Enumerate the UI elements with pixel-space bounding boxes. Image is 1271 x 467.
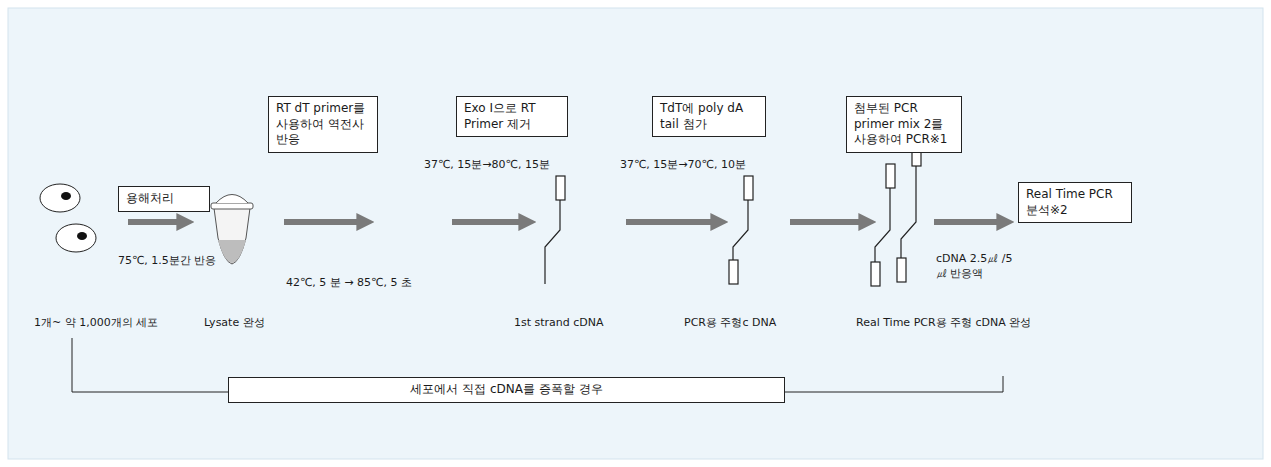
box-text: Exo I으로 RT Primer 제거 [464, 101, 560, 132]
cell-drawing [40, 184, 96, 252]
step-label: 75℃, 1.5분간 반응 [118, 254, 216, 269]
process-box: RT dT primer를 사용하여 역전사 반응 [268, 96, 378, 153]
step-label: PCR용 주형c DNA [684, 316, 776, 331]
panel [8, 8, 1263, 459]
process-box: Exo I으로 RT Primer 제거 [456, 96, 568, 137]
process-box: 첨부된 PCR primer mix 2를 사용하여 PCR※1 [846, 96, 962, 153]
step-label: 1st strand cDNA [514, 316, 604, 331]
box-text: RT dT primer를 사용하여 역전사 반응 [276, 101, 370, 148]
tail-box [556, 142, 921, 286]
step-label: Lysate 완성 [204, 316, 265, 331]
cdna-strand [545, 166, 916, 284]
step-label: 1개~ 약 1,000개의 세포 [34, 316, 158, 331]
step-label: 37℃, 15분→70℃, 10분 [620, 158, 746, 173]
scope-box: 세포에서 직접 cDNA를 증폭할 경우 [228, 377, 785, 403]
process-arrow [128, 219, 1000, 225]
box-text: 첨부된 PCR primer mix 2를 사용하여 PCR※1 [854, 101, 954, 148]
step-label: 42℃, 5 분 → 85℃, 5 초 [286, 276, 412, 291]
process-box: 용해처리 [118, 186, 210, 212]
box-text: Real Time PCR 분석※2 [1026, 187, 1124, 218]
process-box: Real Time PCR 분석※2 [1018, 182, 1132, 223]
process-box: TdT에 poly dA tail 첨가 [652, 96, 766, 137]
step-label: 37℃, 15분→80℃, 15분 [424, 158, 550, 173]
step-label: Real Time PCR용 주형 cDNA 완성 [856, 316, 1031, 331]
tube-drawing [211, 195, 253, 265]
box-text: TdT에 poly dA tail 첨가 [660, 101, 758, 132]
box-text: 세포에서 직접 cDNA를 증폭할 경우 [236, 382, 777, 398]
box-text: 용해처리 [126, 191, 202, 207]
step-label: cDNA 2.5㎕ /5㎕ 반응액 [936, 252, 1014, 282]
